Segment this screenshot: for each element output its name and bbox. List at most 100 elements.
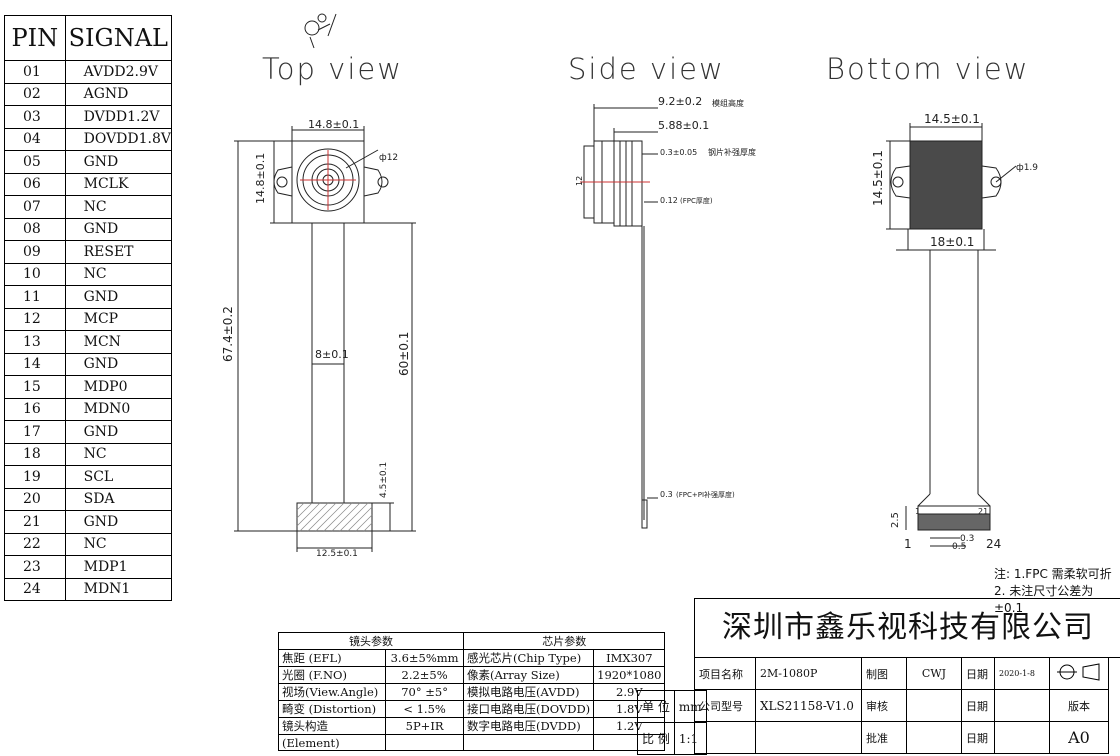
chip-param-key: 模拟电路电压(AVDD) — [462, 683, 595, 701]
pin-signal: DOVDD1.8V — [64, 127, 173, 151]
project-label: 项目名称 — [694, 657, 756, 690]
draw-label: 制图 — [861, 657, 907, 690]
bottom-height-label: 14.5±0.1 — [871, 150, 885, 206]
side-view-title: Side view — [568, 52, 725, 86]
lens-param-key: 焦距 (EFL) — [277, 649, 387, 667]
check-label: 审核 — [861, 689, 907, 722]
side-steel-label: 0.3±0.05 — [660, 148, 697, 157]
version-label: 版本 — [1049, 689, 1109, 722]
bottom-pad-label: 0.5 — [952, 542, 966, 552]
scale-value: 1:1 — [673, 722, 707, 755]
pin-signal: MCP — [64, 307, 173, 331]
pin-signal: GND — [64, 217, 173, 241]
side-fpc-pi-label: 0.3 — [660, 490, 673, 499]
chip-param-value: 2.9V — [593, 683, 666, 701]
title-block: 项目名称 2M-1080P 制图 CWJ 日期 2020-1-8 公司型号 XL… — [694, 657, 1109, 754]
approve-label: 批准 — [861, 721, 907, 754]
lens-param-value: 2.2±5% — [385, 666, 464, 684]
top-total-label: 67.4±0.2 — [221, 306, 235, 362]
chip-param-value — [593, 734, 666, 751]
top-fpc-width-label: 8±0.1 — [315, 348, 349, 361]
top-view-drawing — [234, 126, 416, 552]
bottom-top-width-label: 14.5±0.1 — [924, 112, 980, 126]
param-row: (Element) — [277, 734, 666, 751]
bottom-first-pin-label: 1 — [904, 537, 912, 551]
bottom-view-title: Bottom view — [826, 52, 1030, 86]
date-label-3: 日期 — [961, 721, 995, 754]
chip-param-key: 感光芯片(Chip Type) — [462, 649, 595, 667]
note-line-2: 2. 未注尺寸公差为±0.1 — [994, 584, 1094, 615]
bottom-hole-label: ф1.9 — [1016, 163, 1038, 173]
top-stiffener-w-label: 12.5±0.1 — [316, 549, 358, 559]
side-lens-height-label: 5.88±0.1 — [658, 119, 709, 132]
lens-params-header: 镜头参数 — [278, 632, 464, 650]
chip-param-key — [462, 734, 595, 751]
side-lens-label: 12 — [575, 176, 584, 186]
chip-param-value: 1.2V — [593, 717, 666, 735]
side-fpc-label: 0.12 — [660, 196, 678, 205]
lens-param-key: 光圈 (F.NO) — [277, 666, 387, 684]
bottom-last-small-label: 21 — [978, 507, 988, 516]
pin-number: 16 — [4, 397, 66, 421]
pin-signal: SCL — [64, 465, 173, 489]
pin-number: 03 — [4, 105, 66, 129]
param-row: 光圈 (F.NO)2.2±5%像素(Array Size)1920*1080 — [277, 666, 666, 684]
date-value: 2020-1-8 — [994, 657, 1050, 690]
pin-signal: NC — [64, 195, 173, 219]
top-stiffener-h-label: 4.5±0.1 — [379, 462, 389, 498]
top-fpc-length-label: 60±0.1 — [397, 332, 411, 376]
top-height-label: 14.8±0.1 — [254, 153, 267, 204]
side-fpc-pi-note: (FPC+PI补强厚度) — [676, 490, 735, 499]
side-steel-note: 钢片补强厚度 — [708, 147, 756, 157]
pin-number: 05 — [4, 150, 66, 174]
date-label: 日期 — [961, 657, 995, 690]
pin-signal: MDN0 — [64, 397, 173, 421]
top-width-label: 14.8±0.1 — [308, 118, 359, 131]
lens-param-value: 5P+IR — [385, 717, 464, 735]
top-hole-label: ф12 — [379, 153, 398, 163]
company-logo-icon — [304, 13, 337, 49]
chip-param-value: IMX307 — [593, 649, 666, 667]
pin-number: 12 — [4, 307, 66, 331]
bottom-width-label: 18±0.1 — [930, 235, 974, 249]
pin-signal: GND — [64, 420, 173, 444]
pin-signal: MDP0 — [64, 375, 173, 399]
pin-signal: GND — [64, 150, 173, 174]
lens-param-value: 70° ±5° — [385, 683, 464, 701]
projection-symbol-icon — [1049, 657, 1109, 690]
top-view-title: Top view — [262, 52, 403, 86]
draw-value: CWJ — [906, 657, 962, 690]
note-line-1: 注: 1.FPC 需柔软可折 — [994, 567, 1112, 581]
pin-signal: MDN1 — [64, 577, 173, 601]
chip-param-key: 数字电路电压(DVDD) — [462, 717, 595, 735]
bottom-last-pin-label: 24 — [986, 537, 1001, 551]
signal-header: SIGNAL — [64, 15, 173, 61]
notes: 注: 1.FPC 需柔软可折 2. 未注尺寸公差为±0.1 — [994, 566, 1120, 617]
side-module-height-label: 9.2±0.2 — [658, 95, 702, 108]
version-value: A0 — [1049, 721, 1109, 754]
chip-param-key: 像素(Array Size) — [462, 666, 595, 684]
bottom-pitch-label: 0.3 — [960, 534, 974, 544]
pin-number: 06 — [4, 172, 66, 196]
bottom-connector-h-label: 2.5 — [890, 512, 901, 528]
chip-param-key: 接口电路电压(DOVDD) — [462, 700, 595, 718]
lens-param-key: 畸变 (Distortion) — [277, 700, 387, 718]
